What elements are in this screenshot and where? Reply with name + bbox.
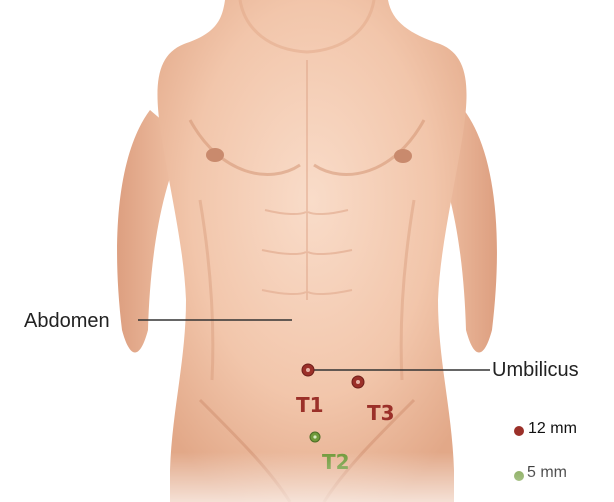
abdomen-label: Abdomen [24, 311, 110, 331]
port-t1-label: T1 [296, 395, 324, 415]
legend-12mm-dot [514, 426, 524, 436]
legend-12mm-label: 12 mm [528, 421, 577, 437]
port-t2-label: T2 [322, 452, 350, 472]
legend-5mm-dot [514, 471, 524, 481]
umbilicus-label: Umbilicus [492, 360, 579, 380]
legend-5mm-label: 5 mm [527, 465, 567, 481]
port-t3-label: T3 [367, 403, 395, 423]
torso-body [157, 0, 466, 502]
